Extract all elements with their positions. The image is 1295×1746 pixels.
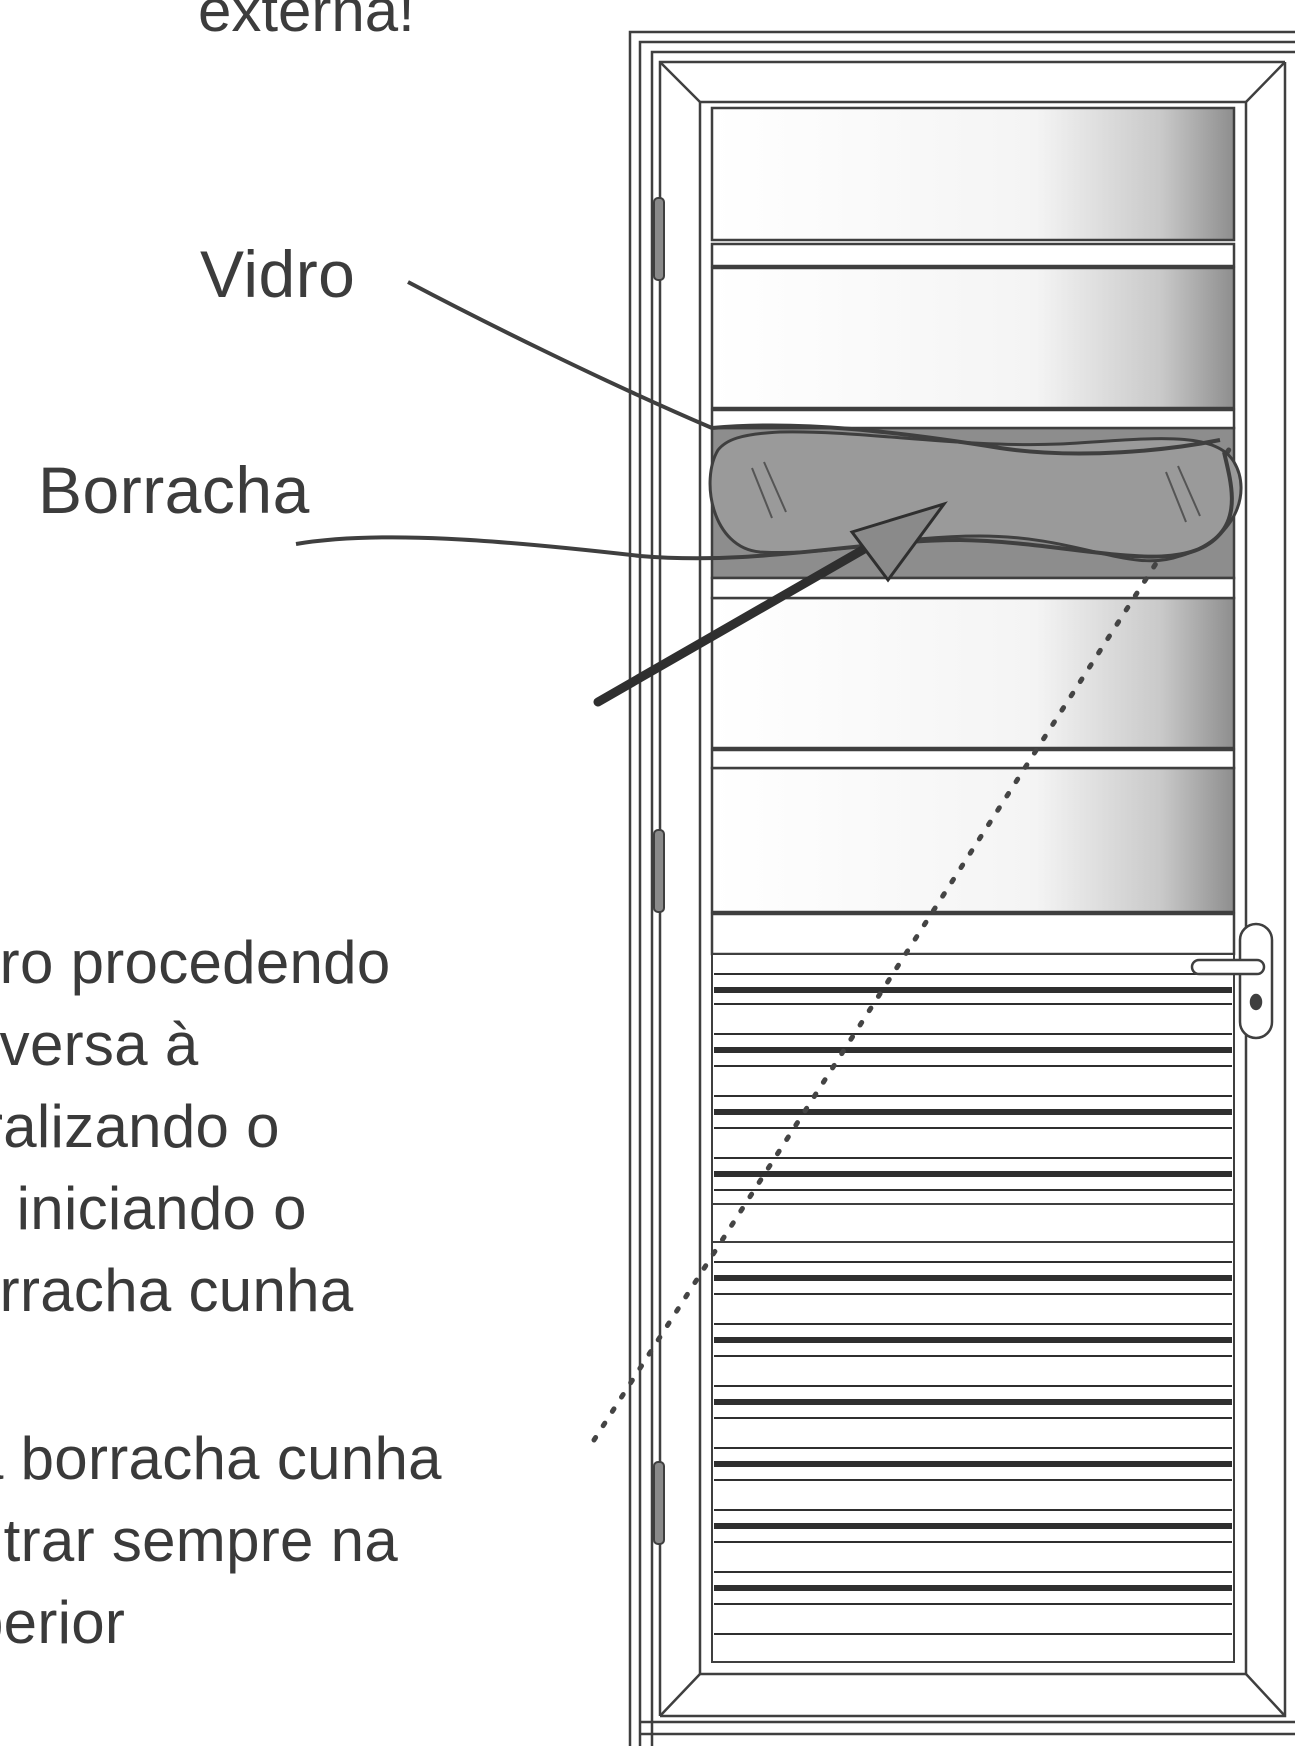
- louver-slats: [714, 973, 1232, 1635]
- instruction-line: orracha cunha: [0, 1257, 354, 1324]
- insertion-arrow: [593, 501, 948, 707]
- hinges: [653, 197, 665, 1545]
- instruction-line: ntrar sempre na: [0, 1507, 399, 1574]
- heading-fragment: externa!: [198, 0, 415, 44]
- label-borracha: Borracha: [38, 453, 310, 527]
- instruction-line: a borracha cunha: [0, 1425, 442, 1492]
- instruction-line: e iniciando o: [0, 1175, 307, 1242]
- louver-panel: [711, 953, 1235, 1663]
- vidro-pointer-line: [407, 280, 1221, 456]
- label-vidro: Vidro: [200, 237, 356, 311]
- glass-reflection: [751, 461, 1201, 523]
- pane-rails: [710, 242, 1236, 956]
- instruction-line: perior: [0, 1589, 126, 1656]
- instruction-line: tralizando o: [0, 1093, 280, 1160]
- instruction-line: nversa à: [0, 1011, 199, 1078]
- door-frame: [628, 30, 1295, 1746]
- instruction-step-a: dro procedendo nversa à tralizando o e i…: [0, 922, 391, 1332]
- instruction-step-b: a borracha cunha ntrar sempre na perior: [0, 1418, 442, 1664]
- door-handle-icon: [1190, 922, 1274, 1040]
- instruction-line: dro procedendo: [0, 929, 391, 996]
